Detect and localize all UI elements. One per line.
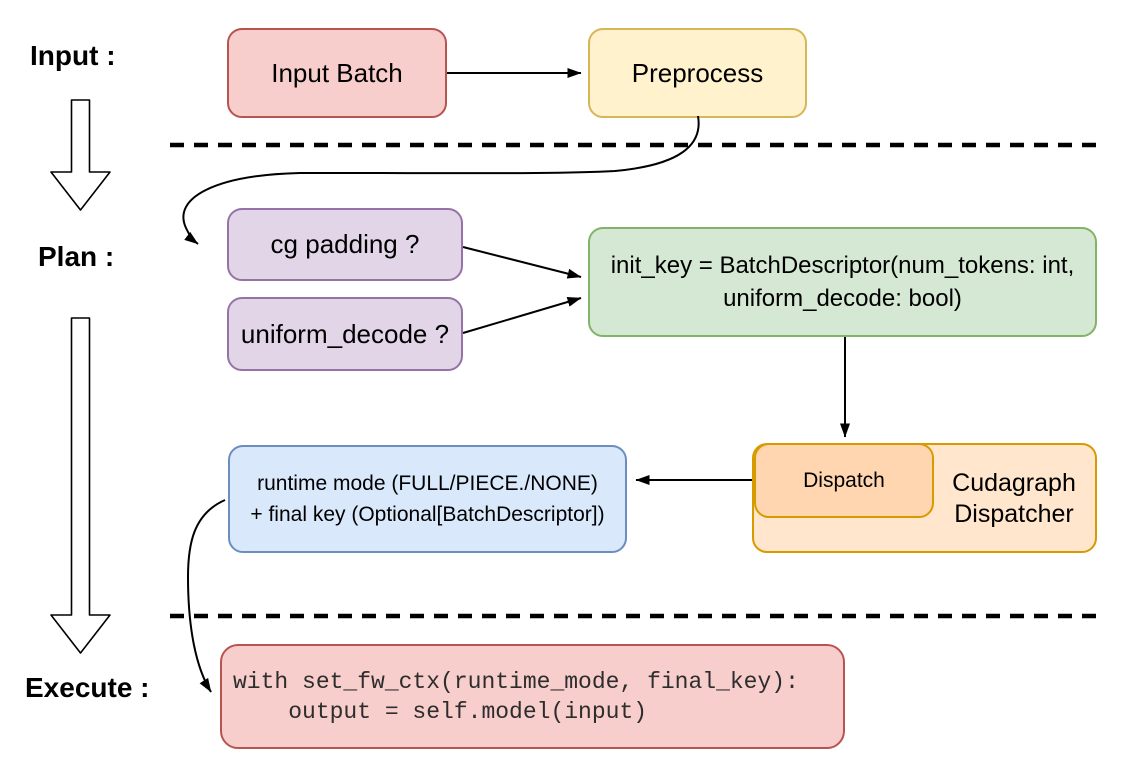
- node-init-key-line1: init_key = BatchDescriptor(num_tokens: i…: [610, 252, 1075, 279]
- node-cg-padding-label: cg padding ?: [270, 229, 420, 259]
- node-uniform-decode: uniform_decode ?: [227, 297, 463, 371]
- node-execute-code: with set_fw_ctx(runtime_mode, final_key)…: [220, 644, 845, 749]
- stage-label-input: Input :: [30, 40, 116, 71]
- node-input-batch: Input Batch: [227, 28, 447, 118]
- input-stage-down-arrow-icon: [50, 99, 111, 211]
- node-runtime-mode: runtime mode (FULL/PIECE./NONE) + final …: [228, 445, 627, 553]
- node-init-key: init_key = BatchDescriptor(num_tokens: i…: [588, 227, 1097, 337]
- connector-cgpadding-to-initkey: [462, 246, 582, 279]
- stage-label-execute: Execute :: [25, 672, 150, 703]
- node-preprocess-label: Preprocess: [631, 57, 764, 88]
- node-dispatch-label: Dispatch: [803, 468, 885, 492]
- node-init-key-line2: uniform_decode: bool): [723, 285, 962, 312]
- node-input-batch-label: Input Batch: [271, 57, 403, 88]
- node-runtime-mode-line1: runtime mode (FULL/PIECE./NONE): [257, 472, 598, 495]
- cudagraph-line1: Cudagraph: [952, 469, 1076, 497]
- node-cg-padding: cg padding ?: [227, 208, 463, 281]
- node-preprocess: Preprocess: [588, 28, 807, 118]
- connector-uniformdecode-to-initkey: [462, 297, 582, 334]
- plan-stage-down-arrow-icon: [50, 317, 111, 654]
- execute-code-line2: output = self.model(input): [233, 698, 648, 725]
- execute-code-line1: with set_fw_ctx(runtime_mode, final_key)…: [233, 668, 799, 695]
- cudagraph-line2: Dispatcher: [954, 500, 1074, 528]
- node-uniform-decode-label: uniform_decode ?: [240, 318, 450, 349]
- stage-label-plan: Plan :: [38, 241, 115, 272]
- node-dispatch: Dispatch: [754, 443, 934, 518]
- node-cudagraph-dispatcher-label: Cudagraph Dispatcher: [928, 468, 1100, 530]
- node-runtime-mode-line2: + final key (Optional[BatchDescriptor]): [250, 503, 605, 526]
